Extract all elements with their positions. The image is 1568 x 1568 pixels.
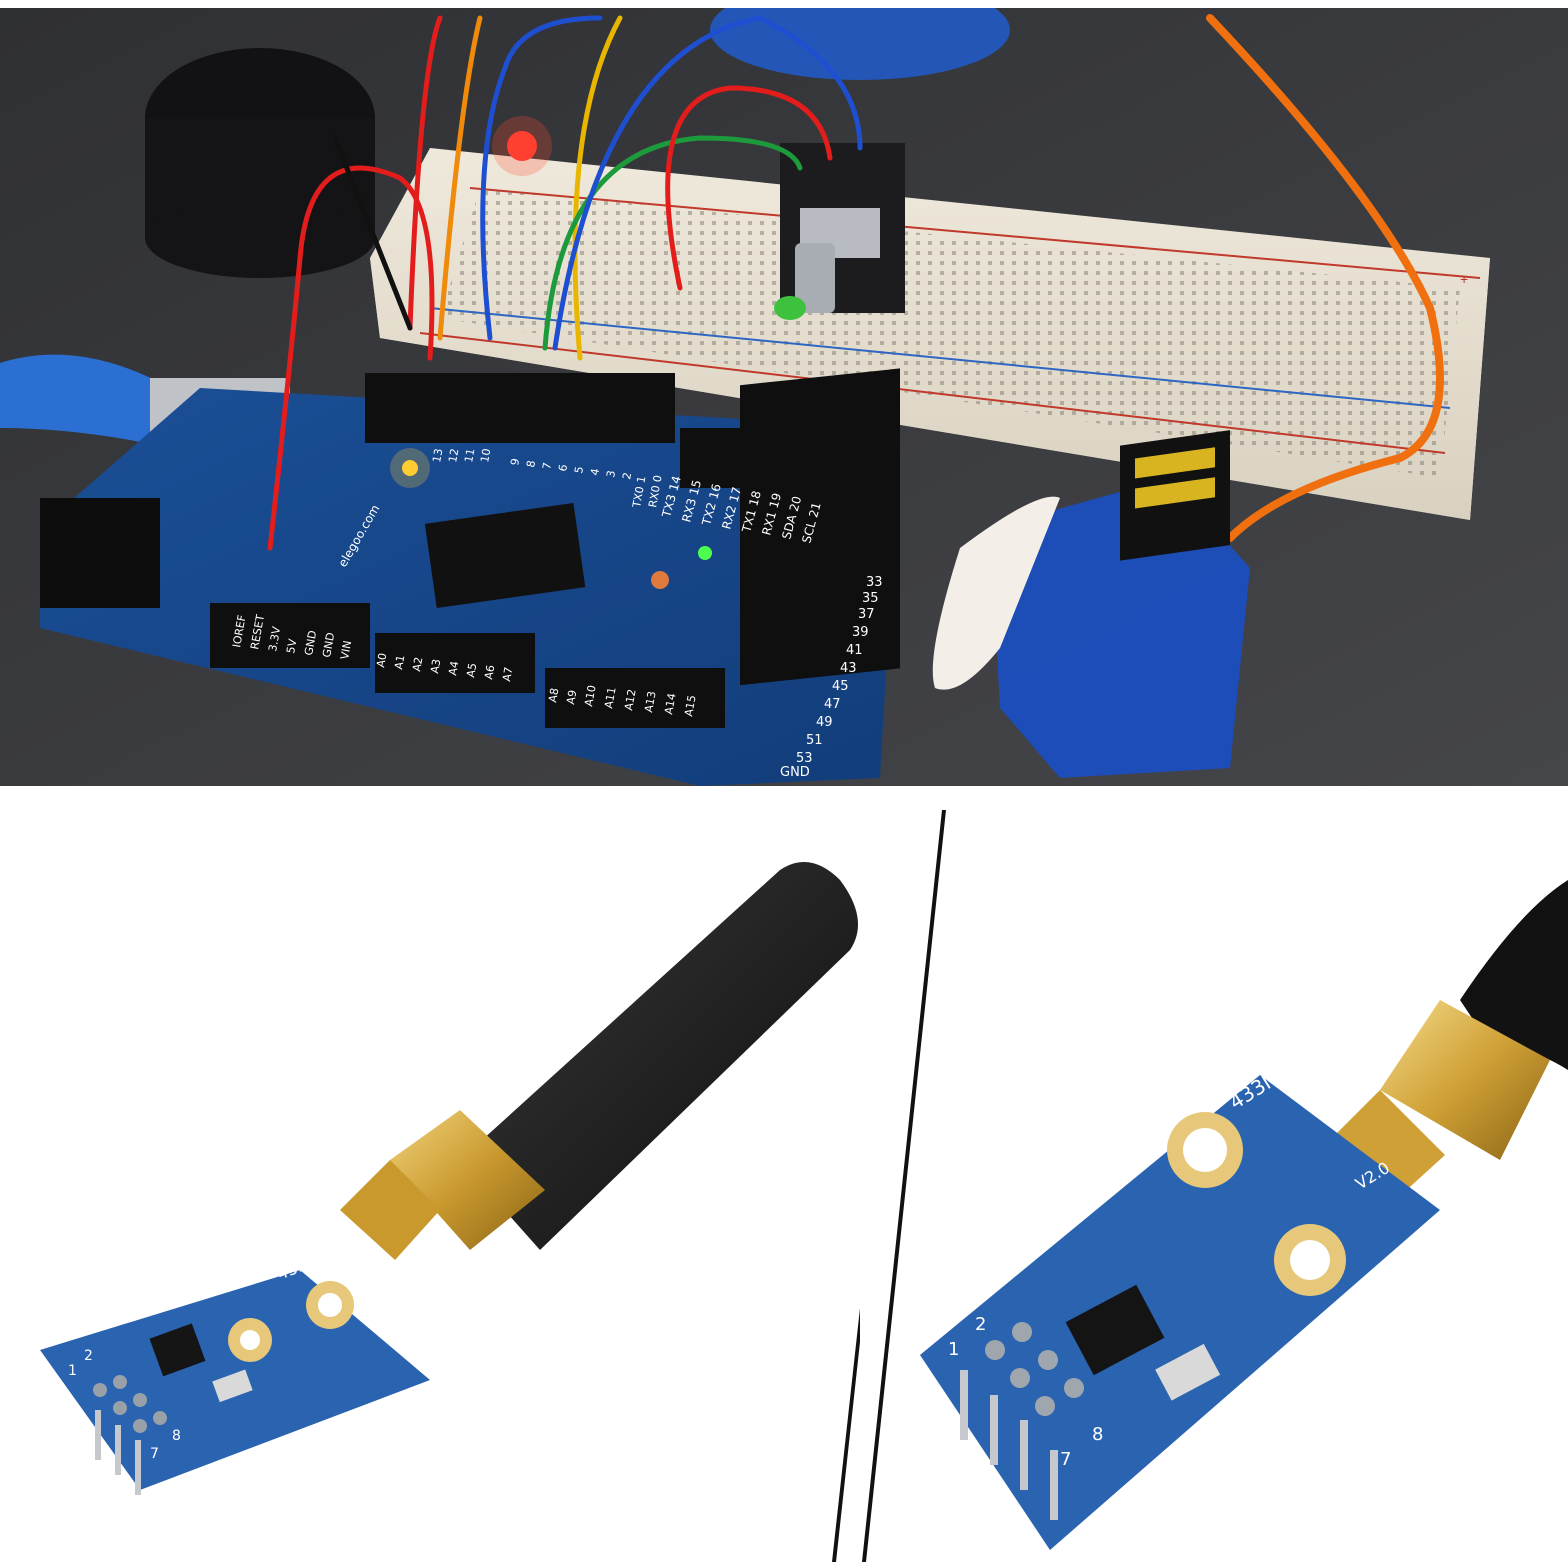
- svg-text:A9: A9: [564, 689, 579, 706]
- svg-text:49: 49: [816, 715, 833, 730]
- pin-one-label: 1: [68, 1363, 77, 1379]
- orange-led: [402, 460, 418, 476]
- panel-border: [862, 810, 946, 1562]
- power-jack: [40, 498, 160, 608]
- servo-motor: [932, 430, 1250, 778]
- blue-object: [710, 8, 1010, 80]
- sma-connector: [390, 1110, 545, 1250]
- svg-text:7: 7: [540, 461, 554, 470]
- crystal-oscillator: [1155, 1343, 1221, 1401]
- photo-divider: [0, 786, 1568, 808]
- analog-labels-b: A8 A9 A10 A11 A12 A13 A14 A15: [546, 684, 699, 717]
- svg-text:33: 33: [866, 575, 883, 590]
- green-led: [698, 546, 712, 560]
- servo-horn: [932, 496, 1060, 690]
- svg-text:5V: 5V: [284, 637, 299, 654]
- svg-text:TX0 1: TX0 1: [630, 475, 648, 510]
- crystal-oscillator: [212, 1369, 253, 1403]
- svg-text:12: 12: [446, 447, 461, 463]
- svg-text:35: 35: [862, 591, 879, 606]
- rf-module-closeup: 433M V2.0 1 2 7 8: [860, 810, 1568, 1562]
- svg-text:3.3V: 3.3V: [266, 625, 283, 652]
- svg-text:43: 43: [840, 661, 857, 676]
- svg-text:A8: A8: [546, 687, 561, 704]
- svg-text:A15: A15: [682, 694, 699, 717]
- svg-text:8: 8: [524, 459, 538, 468]
- svg-text:47: 47: [824, 697, 841, 712]
- pin-two-label: 2: [84, 1348, 93, 1364]
- svg-text:5: 5: [572, 465, 586, 474]
- svg-text:A13: A13: [642, 690, 659, 713]
- svg-text:37: 37: [858, 607, 875, 622]
- digital-header: [365, 373, 675, 443]
- svg-text:51: 51: [806, 733, 823, 748]
- rf-module-with-antenna: 433M V2.0 1 2 7 8: [0, 810, 918, 1562]
- svg-text:11: 11: [462, 447, 477, 463]
- gnd-label: GND: [780, 765, 810, 780]
- svg-text:RX0 0: RX0 0: [646, 474, 664, 508]
- pin-labels-top: 13 12 11 10 9 8 7 6 5 4 3 2 TX0 1 RX0 0: [430, 447, 664, 509]
- svg-text:53: 53: [796, 751, 813, 766]
- svg-text:41: 41: [846, 643, 863, 658]
- photo-cc1101-closeup: 433M V2.0 1 2 7 8: [860, 810, 1568, 1562]
- svg-text:A6: A6: [482, 664, 497, 681]
- arduino-scene: + elegoo.com TX3 14 RX3 15 TX2 16 RX2 17…: [0, 8, 1568, 786]
- sma-connector: [1380, 1000, 1550, 1160]
- photo-cc1101-antenna: 433M V2.0 1 2 7 8: [0, 810, 918, 1562]
- svg-text:45: 45: [832, 679, 849, 694]
- pin-one-label: 1: [948, 1339, 959, 1360]
- rubber-antenna: [460, 862, 858, 1250]
- svg-text:A7: A7: [500, 666, 515, 683]
- pin-eight-label: 8: [1092, 1424, 1103, 1445]
- pin-seven-label: 7: [1060, 1449, 1071, 1470]
- jumper-wires: [267, 14, 1444, 551]
- microcontroller-chip: [424, 502, 586, 609]
- side-header: [740, 368, 900, 686]
- pin-header: [960, 1322, 1084, 1520]
- svg-text:VIN: VIN: [338, 640, 354, 661]
- pcb-board: [920, 1075, 1440, 1550]
- pin-eight-label: 8: [172, 1428, 181, 1444]
- rubber-antenna: [1460, 880, 1568, 1070]
- svg-text:13: 13: [430, 447, 445, 463]
- svg-text:3: 3: [604, 469, 618, 478]
- svg-text:A14: A14: [662, 692, 679, 715]
- svg-text:10: 10: [478, 447, 493, 463]
- svg-text:IOREF: IOREF: [230, 614, 249, 649]
- power-labels: IOREF RESET 3.3V 5V GND GND VIN: [230, 613, 354, 660]
- rf-chip: [1065, 1284, 1165, 1376]
- rf-chip: [149, 1323, 206, 1377]
- usb-cable: [0, 354, 170, 448]
- svg-text:A1: A1: [392, 654, 407, 671]
- svg-text:A5: A5: [464, 662, 479, 679]
- pin-header: [93, 1375, 167, 1495]
- photo-arduino-setup: + elegoo.com TX3 14 RX3 15 TX2 16 RX2 17…: [0, 8, 1568, 786]
- svg-text:39: 39: [852, 625, 869, 640]
- svg-text:A2: A2: [410, 656, 425, 673]
- svg-text:6: 6: [556, 463, 570, 472]
- svg-text:9: 9: [508, 457, 522, 466]
- svg-text:A10: A10: [582, 684, 599, 707]
- svg-text:A0: A0: [374, 652, 389, 669]
- red-led: [507, 131, 537, 161]
- svg-text:A11: A11: [602, 686, 619, 709]
- svg-text:2: 2: [620, 471, 634, 480]
- svg-text:RESET: RESET: [248, 613, 267, 650]
- svg-text:A3: A3: [428, 658, 443, 675]
- analog-labels-a: A0 A1 A2 A3 A4 A5 A6 A7: [374, 652, 515, 683]
- svg-text:GND: GND: [320, 631, 337, 658]
- breadboard-plus-label: +: [1460, 271, 1468, 287]
- svg-text:A4: A4: [446, 660, 461, 677]
- pin-seven-label: 7: [150, 1446, 159, 1462]
- digital-column-labels: 33 35 37 39 41 43 45 47 49 51 53: [796, 575, 883, 766]
- svg-text:4: 4: [588, 467, 602, 476]
- pin-two-label: 2: [975, 1314, 986, 1335]
- svg-text:A12: A12: [622, 688, 639, 711]
- reset-button: [651, 571, 669, 589]
- svg-text:GND: GND: [302, 629, 319, 656]
